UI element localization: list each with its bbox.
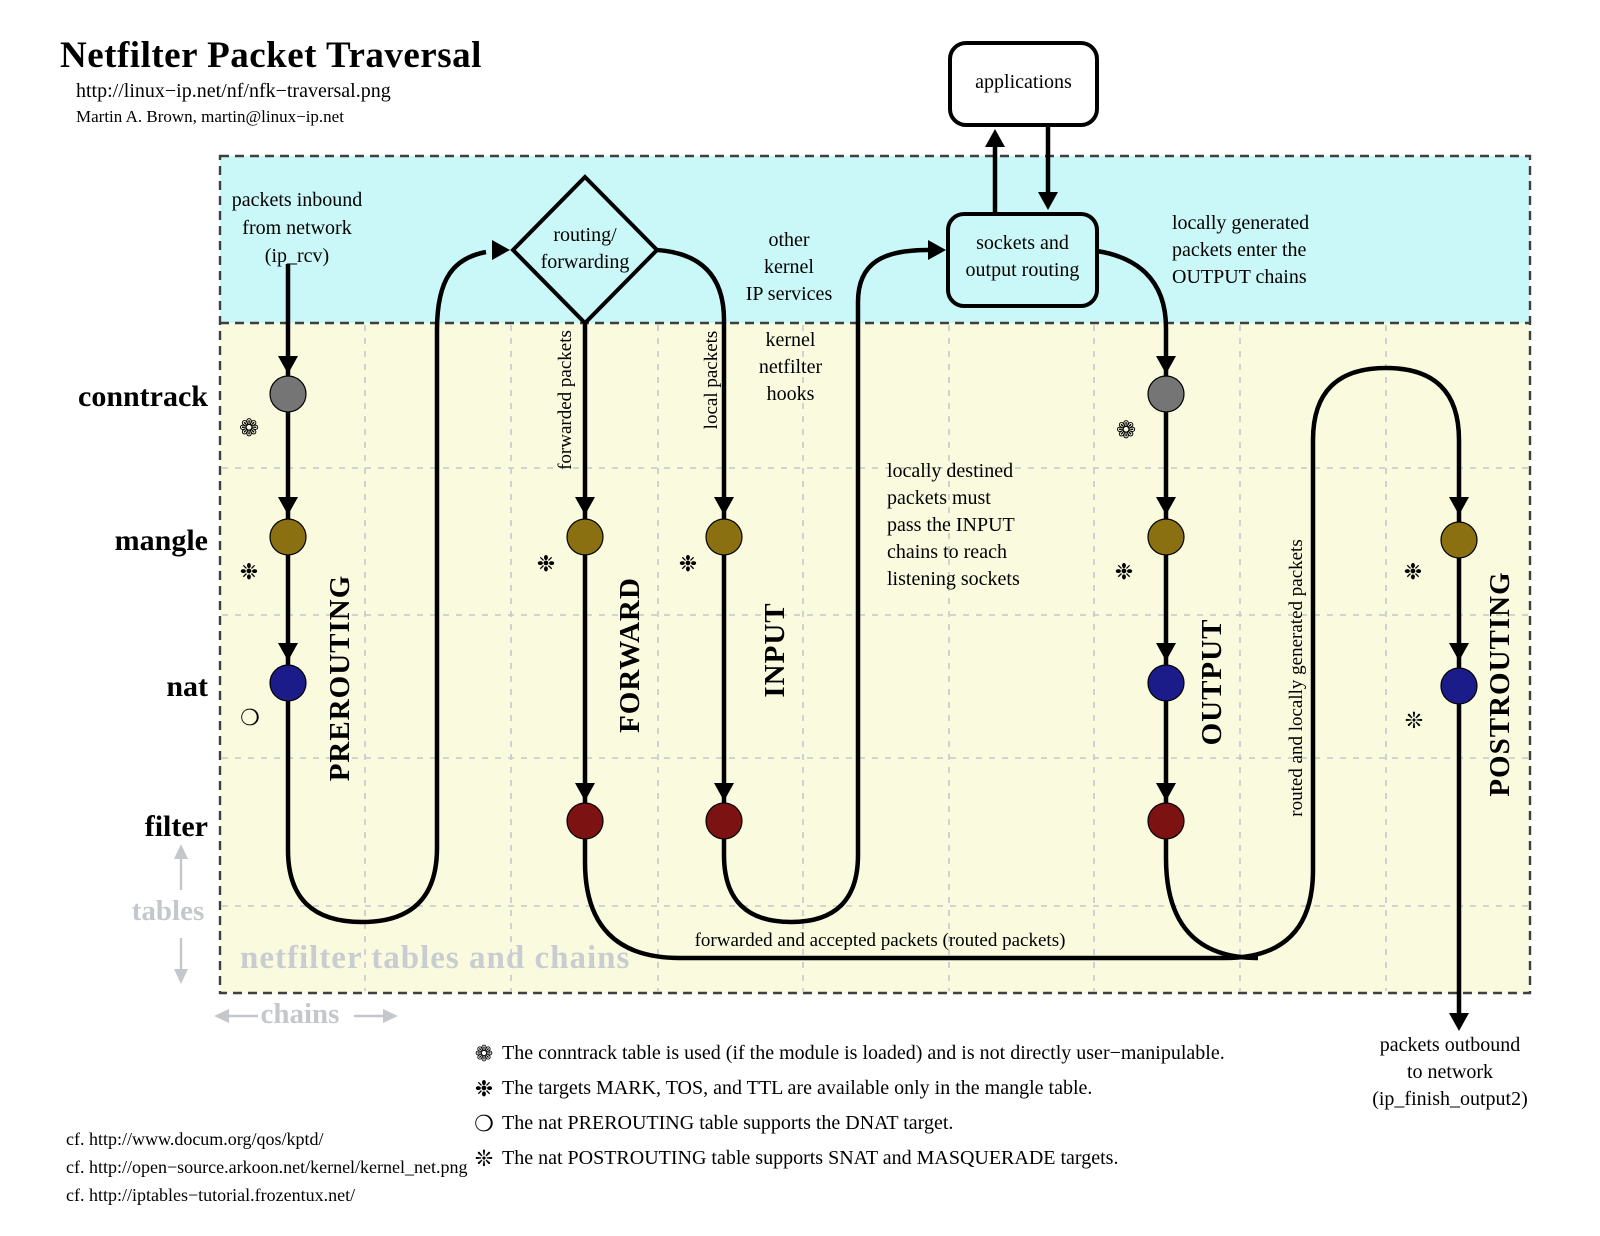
output-mangle-dot xyxy=(1147,518,1185,556)
prerouting-nat-dot xyxy=(269,664,307,702)
forwarded-accepted-note: forwarded and accepted packets (routed p… xyxy=(694,930,1066,951)
routing-diamond-label: routing/ forwarding xyxy=(540,224,630,273)
prerouting-conntrack-dot xyxy=(269,375,307,413)
tables-axis-label: tables xyxy=(131,895,205,927)
mangle-asterisk-icon: ❉ xyxy=(1114,560,1134,585)
postrouting-mangle-dot xyxy=(1440,521,1478,559)
locally-generated-note: locally generated packets enter the OUTP… xyxy=(1172,212,1310,288)
packets-inbound-note: packets inbound from network (ip_rcv) xyxy=(231,189,363,267)
applications-box xyxy=(948,41,1099,127)
routing-diamond xyxy=(510,174,660,326)
locally-destined-note: locally destined packets must pass the I… xyxy=(887,460,1020,590)
nat-snat-asterisk-icon: ❊ xyxy=(474,1147,494,1172)
prerouting-mangle-dot xyxy=(269,518,307,556)
node-shapes xyxy=(510,41,1099,326)
conntrack-flower-icon: ❁ xyxy=(238,414,260,442)
nat-snat-asterisk-icon: ❊ xyxy=(1404,709,1424,734)
legend-item-nat-postrouting: ❊The nat POSTROUTING table supports SNAT… xyxy=(466,1147,1119,1172)
flow-lines xyxy=(285,127,1462,1014)
kernel-hooks-note: kernel netfilter hooks xyxy=(758,329,823,405)
chain-label-prerouting: PREROUTING xyxy=(324,574,356,782)
page-title: Netfilter Packet Traversal xyxy=(60,35,482,76)
kernel-space-band xyxy=(220,156,1530,993)
prerouting-chain-line xyxy=(285,249,487,925)
mangle-asterisk-icon: ❉ xyxy=(1403,560,1423,585)
row-label-nat: nat xyxy=(166,670,208,703)
other-kernel-note: other kernel IP services xyxy=(745,229,833,305)
mangle-asterisk-icon: ❉ xyxy=(678,552,698,577)
applications-label: applications xyxy=(975,71,1072,93)
forward-mangle-dot xyxy=(566,518,604,556)
legend-item-conntrack: ❁The conntrack table is used (if the mod… xyxy=(466,1042,1225,1067)
conntrack-flower-icon: ❁ xyxy=(474,1042,494,1067)
row-label-conntrack: conntrack xyxy=(78,380,208,413)
chains-axis-label: chains xyxy=(260,998,340,1030)
output-nat-dot xyxy=(1147,664,1185,702)
forwarded-packets-label: forwarded packets xyxy=(555,330,576,470)
reference-link: cf. http://iptables−tutorial.frozentux.n… xyxy=(66,1185,356,1205)
postrouting-nat-dot xyxy=(1440,667,1478,705)
forward-filter-dot xyxy=(566,802,604,840)
nat-dnat-circle-icon: ❍ xyxy=(474,1112,494,1137)
forward-postrouting-line xyxy=(582,323,1462,1014)
sockets-box xyxy=(946,212,1099,308)
output-conntrack-dot xyxy=(1147,375,1185,413)
legend-item-nat-prerouting: ❍The nat PREROUTING table supports the D… xyxy=(466,1112,953,1137)
source-url: http://linux−ip.net/nf/nfk−traversal.png xyxy=(76,80,391,102)
input-chain-line xyxy=(656,247,929,925)
nat-dnat-circle-icon: ❍ xyxy=(240,706,260,731)
reference-link: cf. http://open−source.arkoon.net/kernel… xyxy=(66,1157,468,1177)
input-filter-dot xyxy=(705,802,743,840)
mangle-asterisk-icon: ❉ xyxy=(536,552,556,577)
legend-item-mangle: ❉The targets MARK, TOS, and TTL are avai… xyxy=(466,1077,1093,1102)
axis-arrows xyxy=(174,844,398,1023)
arrowheads xyxy=(278,129,1469,1031)
row-label-mangle: mangle xyxy=(114,524,208,557)
grid-lines xyxy=(222,325,1528,991)
reference-link: cf. http://www.docum.org/qos/kptd/ xyxy=(66,1129,324,1149)
local-packets-label: local packets xyxy=(701,330,722,430)
watermark-label: netfilter tables and chains xyxy=(240,940,631,976)
row-label-filter: filter xyxy=(144,810,208,843)
chain-label-forward: FORWARD xyxy=(614,577,646,733)
output-chain-line xyxy=(1096,248,1259,961)
conntrack-flower-icon: ❁ xyxy=(1115,416,1137,444)
routed-local-packets-label: routed and locally generated packets xyxy=(1286,539,1307,817)
chain-label-postrouting: POSTROUTING xyxy=(1484,571,1516,797)
hook-dots xyxy=(269,375,1478,840)
sockets-label: sockets and output routing xyxy=(965,232,1080,281)
chain-label-output: OUTPUT xyxy=(1196,618,1228,746)
input-mangle-dot xyxy=(705,518,743,556)
packets-outbound-note: packets outbound to network (ip_finish_o… xyxy=(1372,1034,1528,1110)
chain-label-input: INPUT xyxy=(759,602,791,698)
mangle-asterisk-icon: ❉ xyxy=(474,1077,494,1102)
mangle-asterisk-icon: ❉ xyxy=(239,560,259,585)
output-filter-dot xyxy=(1147,802,1185,840)
author-line: Martin A. Brown, martin@linux−ip.net xyxy=(76,107,344,126)
